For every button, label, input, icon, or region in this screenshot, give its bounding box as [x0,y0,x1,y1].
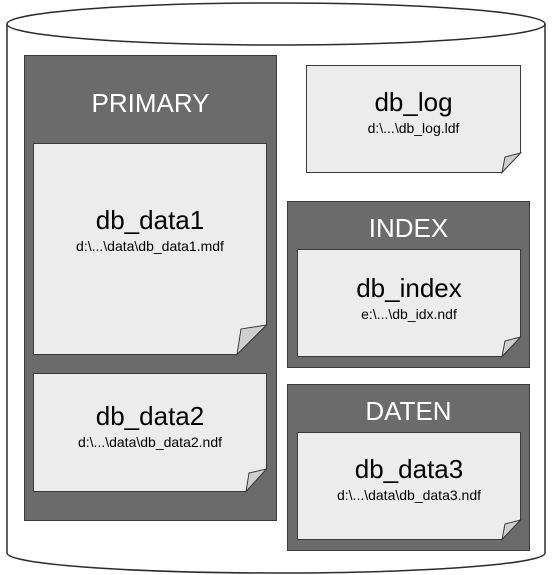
file-db-data3: db_data3 d:\...\data\db_data3.ndf [297,432,523,542]
file-page-icon [306,65,523,175]
file-page-icon [297,432,523,542]
file-db-data2-name: db_data2 [95,401,205,431]
file-db-data1: db_data1 d:\...\data\db_data1.mdf [33,143,268,356]
filegroup-daten-title: DATEN [365,396,452,426]
file-db-data3-name: db_data3 [354,454,464,484]
file-db-index: db_index e:\...\db_idx.ndf [297,249,523,359]
file-db-data2: db_data2 d:\...\data\db_data2.ndf [33,373,268,494]
file-db-data1-path: d:\...\data\db_data1.mdf [76,238,224,254]
file-db-log-path: d:\...\db_log.ldf [367,120,460,136]
file-db-index-name: db_index [356,273,462,303]
file-db-index-path: e:\...\db_idx.ndf [361,306,457,322]
filegroup-primary-title: PRIMARY [91,88,210,118]
file-page-icon [33,143,268,356]
file-db-log-name: db_log [374,87,453,117]
cylinder-top [6,2,546,46]
file-db-data3-path: d:\...\data\db_data3.ndf [336,487,481,503]
file-page-icon [33,373,268,494]
file-db-data2-path: d:\...\data\db_data2.ndf [77,434,222,450]
file-page-icon [297,249,523,359]
file-db-data1-name: db_data1 [95,205,205,235]
filegroup-index-title: INDEX [368,213,449,243]
file-db-log: db_log d:\...\db_log.ldf [306,65,523,175]
